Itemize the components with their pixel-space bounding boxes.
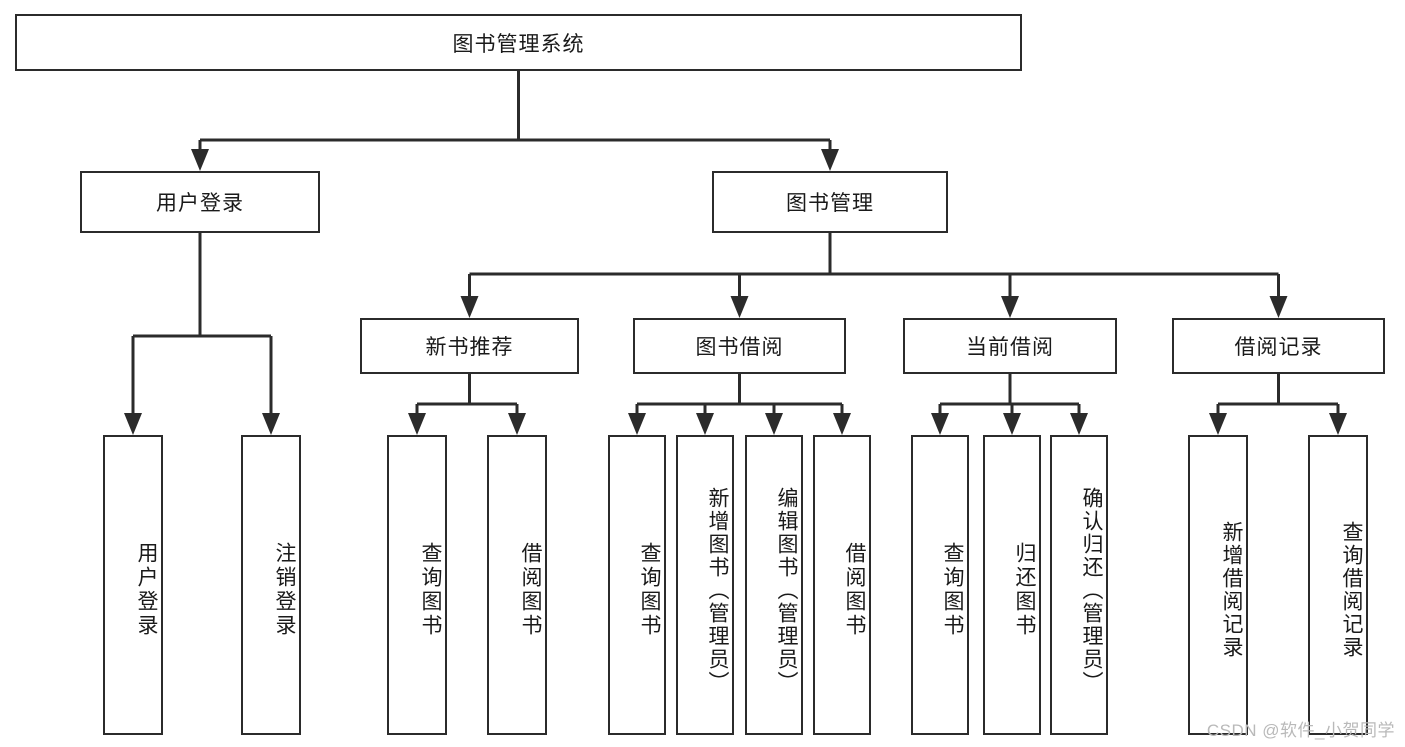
node-label: 确认归还（管理员） xyxy=(1080,486,1103,694)
node-label: 用户登录 xyxy=(135,542,158,638)
node-label: 查询借阅记录 xyxy=(1340,521,1363,659)
node-label: 借阅记录 xyxy=(1234,336,1323,359)
node-root[interactable]: 图书管理系统 xyxy=(15,14,1022,71)
node-bookmgmt[interactable]: 图书管理 xyxy=(712,171,948,233)
node-l_return[interactable]: 归还图书 xyxy=(983,435,1041,735)
node-label: 新书推荐 xyxy=(425,336,514,359)
node-l_confirm[interactable]: 确认归还（管理员） xyxy=(1050,435,1108,735)
node-l_logout[interactable]: 注销登录 xyxy=(241,435,301,735)
node-label: 借阅图书 xyxy=(843,542,866,638)
node-current[interactable]: 当前借阅 xyxy=(903,318,1117,374)
node-borrow[interactable]: 图书借阅 xyxy=(633,318,846,374)
node-l_addrec[interactable]: 新增借阅记录 xyxy=(1188,435,1248,735)
node-l_queryrec[interactable]: 查询借阅记录 xyxy=(1308,435,1368,735)
node-login[interactable]: 用户登录 xyxy=(80,171,320,233)
node-label: 查询图书 xyxy=(419,542,442,638)
node-l_add[interactable]: 新增图书（管理员） xyxy=(676,435,734,735)
node-records[interactable]: 借阅记录 xyxy=(1172,318,1385,374)
watermark: CSDN @软件_小贺同学 xyxy=(1206,721,1395,740)
node-label: 图书借阅 xyxy=(695,336,784,359)
node-label: 归还图书 xyxy=(1013,542,1036,638)
node-label: 借阅图书 xyxy=(519,542,542,638)
node-l_userlogin[interactable]: 用户登录 xyxy=(103,435,163,735)
node-l_query1[interactable]: 查询图书 xyxy=(387,435,447,735)
node-label: 编辑图书（管理员） xyxy=(775,486,798,694)
node-l_query2[interactable]: 查询图书 xyxy=(608,435,666,735)
node-label: 查询图书 xyxy=(941,542,964,638)
node-label: 用户登录 xyxy=(156,192,244,215)
node-label: 新增图书（管理员） xyxy=(706,486,729,694)
node-label: 当前借阅 xyxy=(966,336,1054,359)
node-newrec[interactable]: 新书推荐 xyxy=(360,318,579,374)
node-label: 图书管理系统 xyxy=(452,32,585,56)
node-l_query3[interactable]: 查询图书 xyxy=(911,435,969,735)
node-label: 注销登录 xyxy=(273,542,296,638)
node-l_borrow1[interactable]: 借阅图书 xyxy=(487,435,547,735)
node-l_borrow2[interactable]: 借阅图书 xyxy=(813,435,871,735)
node-label: 图书管理 xyxy=(786,192,874,215)
node-label: 查询图书 xyxy=(638,542,661,638)
node-label: 新增借阅记录 xyxy=(1220,521,1243,659)
node-l_edit[interactable]: 编辑图书（管理员） xyxy=(745,435,803,735)
